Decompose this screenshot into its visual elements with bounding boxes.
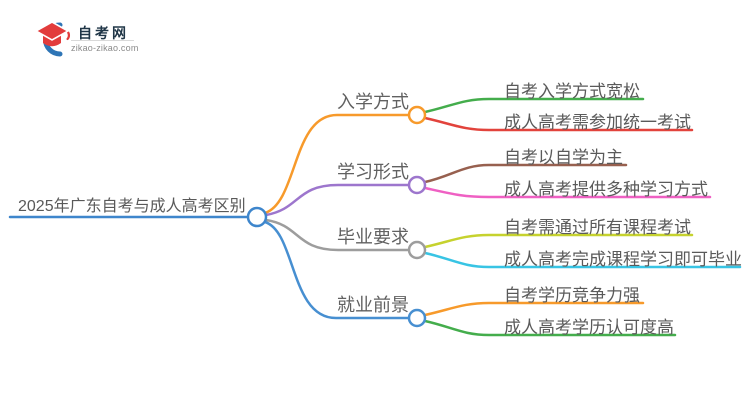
root-node-circle[interactable]	[246, 206, 268, 228]
leaf-selfexam-employment[interactable]: 自考学历竞争力强	[504, 286, 640, 305]
branch-label-admission[interactable]: 入学方式	[337, 92, 409, 112]
leaf-line-adultexam-study	[423, 186, 712, 199]
branch-line-employment	[263, 220, 411, 320]
branch-label-employment[interactable]: 就业前景	[337, 295, 409, 315]
branch-line-admission	[263, 113, 411, 215]
branch-node-circle-graduation[interactable]	[407, 240, 427, 260]
graduation-cap-icon	[34, 21, 71, 57]
leaf-line-adultexam-admission	[423, 116, 694, 132]
site-url: zikao-zikao.com	[71, 43, 139, 53]
leaf-line-selfexam-employment	[423, 301, 645, 317]
branch-node-circle-employment[interactable]	[407, 308, 427, 328]
branch-line-study-format	[264, 183, 411, 217]
leaf-line-adultexam-graduation	[423, 251, 742, 269]
leaf-selfexam-graduation[interactable]: 自考需通过所有课程考试	[504, 218, 691, 237]
leaf-line-selfexam-graduation	[423, 233, 694, 249]
branch-node-circle-admission[interactable]	[407, 105, 427, 125]
leaf-adultexam-study[interactable]: 成人高考提供多种学习方式	[504, 180, 708, 199]
logo-divider	[71, 40, 134, 41]
root-topic[interactable]: 2025年广东自考与成人高考区别	[18, 198, 246, 215]
leaf-line-adultexam-employment	[423, 319, 677, 337]
branch-line-graduation	[264, 218, 411, 252]
leaf-line-selfexam-study	[423, 163, 628, 184]
branch-label-study-format[interactable]: 学习形式	[337, 162, 409, 182]
leaf-selfexam-study[interactable]: 自考以自学为主	[504, 148, 623, 167]
leaf-adultexam-graduation[interactable]: 成人高考完成课程学习即可毕业	[504, 250, 742, 269]
site-name: 自考网	[78, 25, 129, 41]
branch-node-circle-study-format[interactable]	[407, 175, 427, 195]
leaf-selfexam-admission[interactable]: 自考入学方式宽松	[504, 82, 640, 101]
leaf-adultexam-employment[interactable]: 成人高考学历认可度高	[504, 318, 674, 337]
branch-label-graduation[interactable]: 毕业要求	[337, 227, 409, 247]
leaf-adultexam-admission[interactable]: 成人高考需参加统一考试	[504, 113, 691, 132]
site-logo[interactable]: 自考网 zikao-zikao.com	[28, 12, 178, 62]
leaf-line-selfexam-admission	[423, 97, 645, 114]
